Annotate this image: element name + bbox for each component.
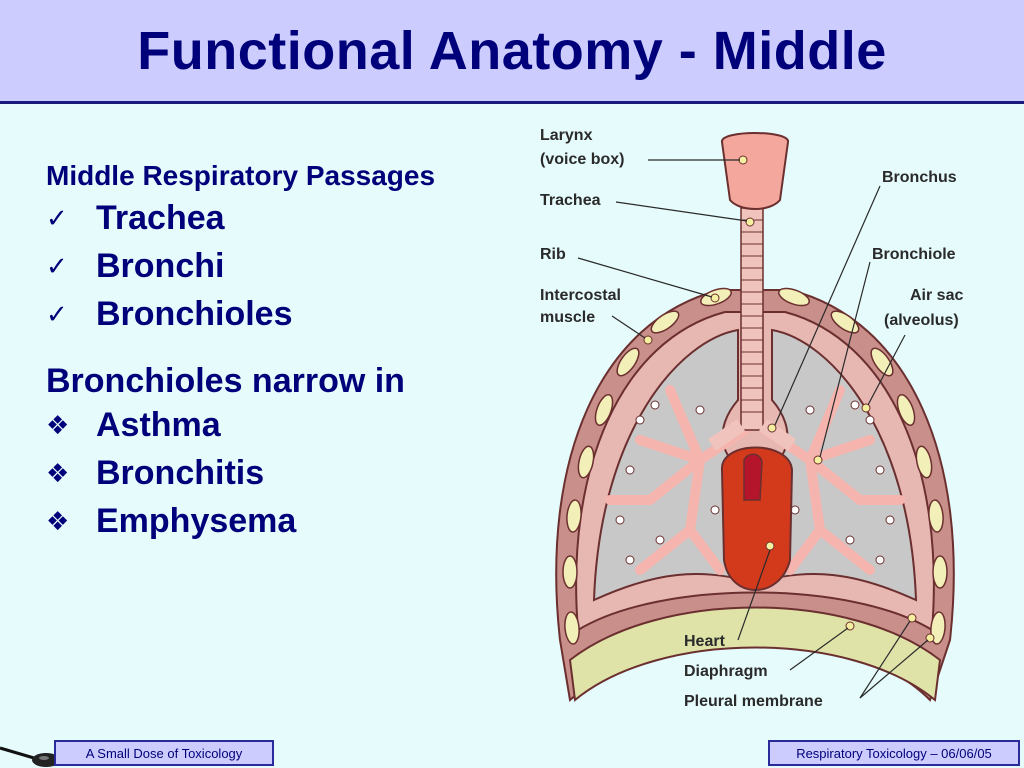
aorta — [743, 453, 763, 501]
pointer-dots — [643, 155, 935, 643]
label-intercostal: Intercostal — [540, 287, 621, 304]
larynx — [721, 132, 789, 210]
label-diaphragm: Diaphragm — [684, 663, 768, 680]
condition-list: ❖ Asthma ❖ Bronchitis ❖ Emphysema — [46, 401, 526, 545]
label-larynx: Larynx — [540, 127, 593, 144]
list-item: ✓ Trachea — [46, 194, 526, 242]
label-air-sac: Air sac — [910, 287, 963, 304]
narrow-heading: Bronchioles narrow in — [46, 362, 405, 400]
passage-label: Bronchioles — [96, 295, 293, 333]
label-voice-box: (voice box) — [540, 151, 624, 168]
list-item: ❖ Bronchitis — [46, 449, 526, 497]
leader-lines — [577, 159, 929, 699]
label-pleural-membrane: Pleural membrane — [684, 693, 823, 710]
check-mark-icon: ✓ — [46, 203, 68, 233]
heart — [720, 446, 794, 591]
title-bar: Functional Anatomy - Middle — [0, 0, 1024, 104]
label-muscle: muscle — [540, 309, 595, 326]
condition-label: Bronchitis — [96, 454, 265, 492]
four-diamond-icon: ❖ — [46, 506, 70, 536]
diaphragm — [568, 606, 942, 702]
trachea-rings — [741, 219, 763, 413]
label-bronchus: Bronchus — [882, 169, 957, 186]
list-item: ✓ Bronchioles — [46, 290, 526, 338]
check-mark-icon: ✓ — [46, 299, 68, 329]
condition-label: Emphysema — [96, 502, 297, 540]
bronchial-tree — [605, 385, 905, 575]
subhead: Middle Respiratory Passages — [46, 160, 436, 191]
right-lung — [764, 328, 918, 602]
passage-label: Bronchi — [96, 247, 225, 285]
four-diamond-icon: ❖ — [46, 458, 70, 488]
alveoli — [615, 400, 895, 565]
label-heart: Heart — [684, 633, 726, 650]
four-diamond-icon: ❖ — [46, 410, 70, 440]
list-item: ✓ Bronchi — [46, 242, 526, 290]
text-content: Middle Respiratory Passages ✓ Trachea ✓ Br… — [46, 160, 526, 545]
passage-label: Trachea — [96, 199, 225, 237]
list-item: ❖ Asthma — [46, 401, 526, 449]
check-mark-icon: ✓ — [46, 251, 68, 281]
page-title: Functional Anatomy - Middle — [137, 20, 887, 81]
ribs — [562, 287, 948, 645]
condition-label: Asthma — [96, 406, 221, 444]
label-rib: Rib — [540, 246, 566, 263]
footer-left: A Small Dose of Toxicology — [54, 740, 274, 766]
passage-list: ✓ Trachea ✓ Bronchi ✓ Bronchioles — [46, 194, 526, 338]
list-item: ❖ Emphysema — [46, 497, 526, 545]
label-alveolus: (alveolus) — [884, 312, 959, 329]
spoon-logo-icon — [0, 746, 60, 767]
footer-right: Respiratory Toxicology – 06/06/05 — [768, 740, 1020, 766]
left-lung — [592, 328, 746, 602]
label-trachea: Trachea — [540, 192, 601, 209]
respiratory-diagram: Larynx (voice box) Trachea Rib Intercost… — [540, 127, 963, 710]
label-bronchiole: Bronchiole — [872, 246, 956, 263]
trachea — [740, 207, 764, 431]
